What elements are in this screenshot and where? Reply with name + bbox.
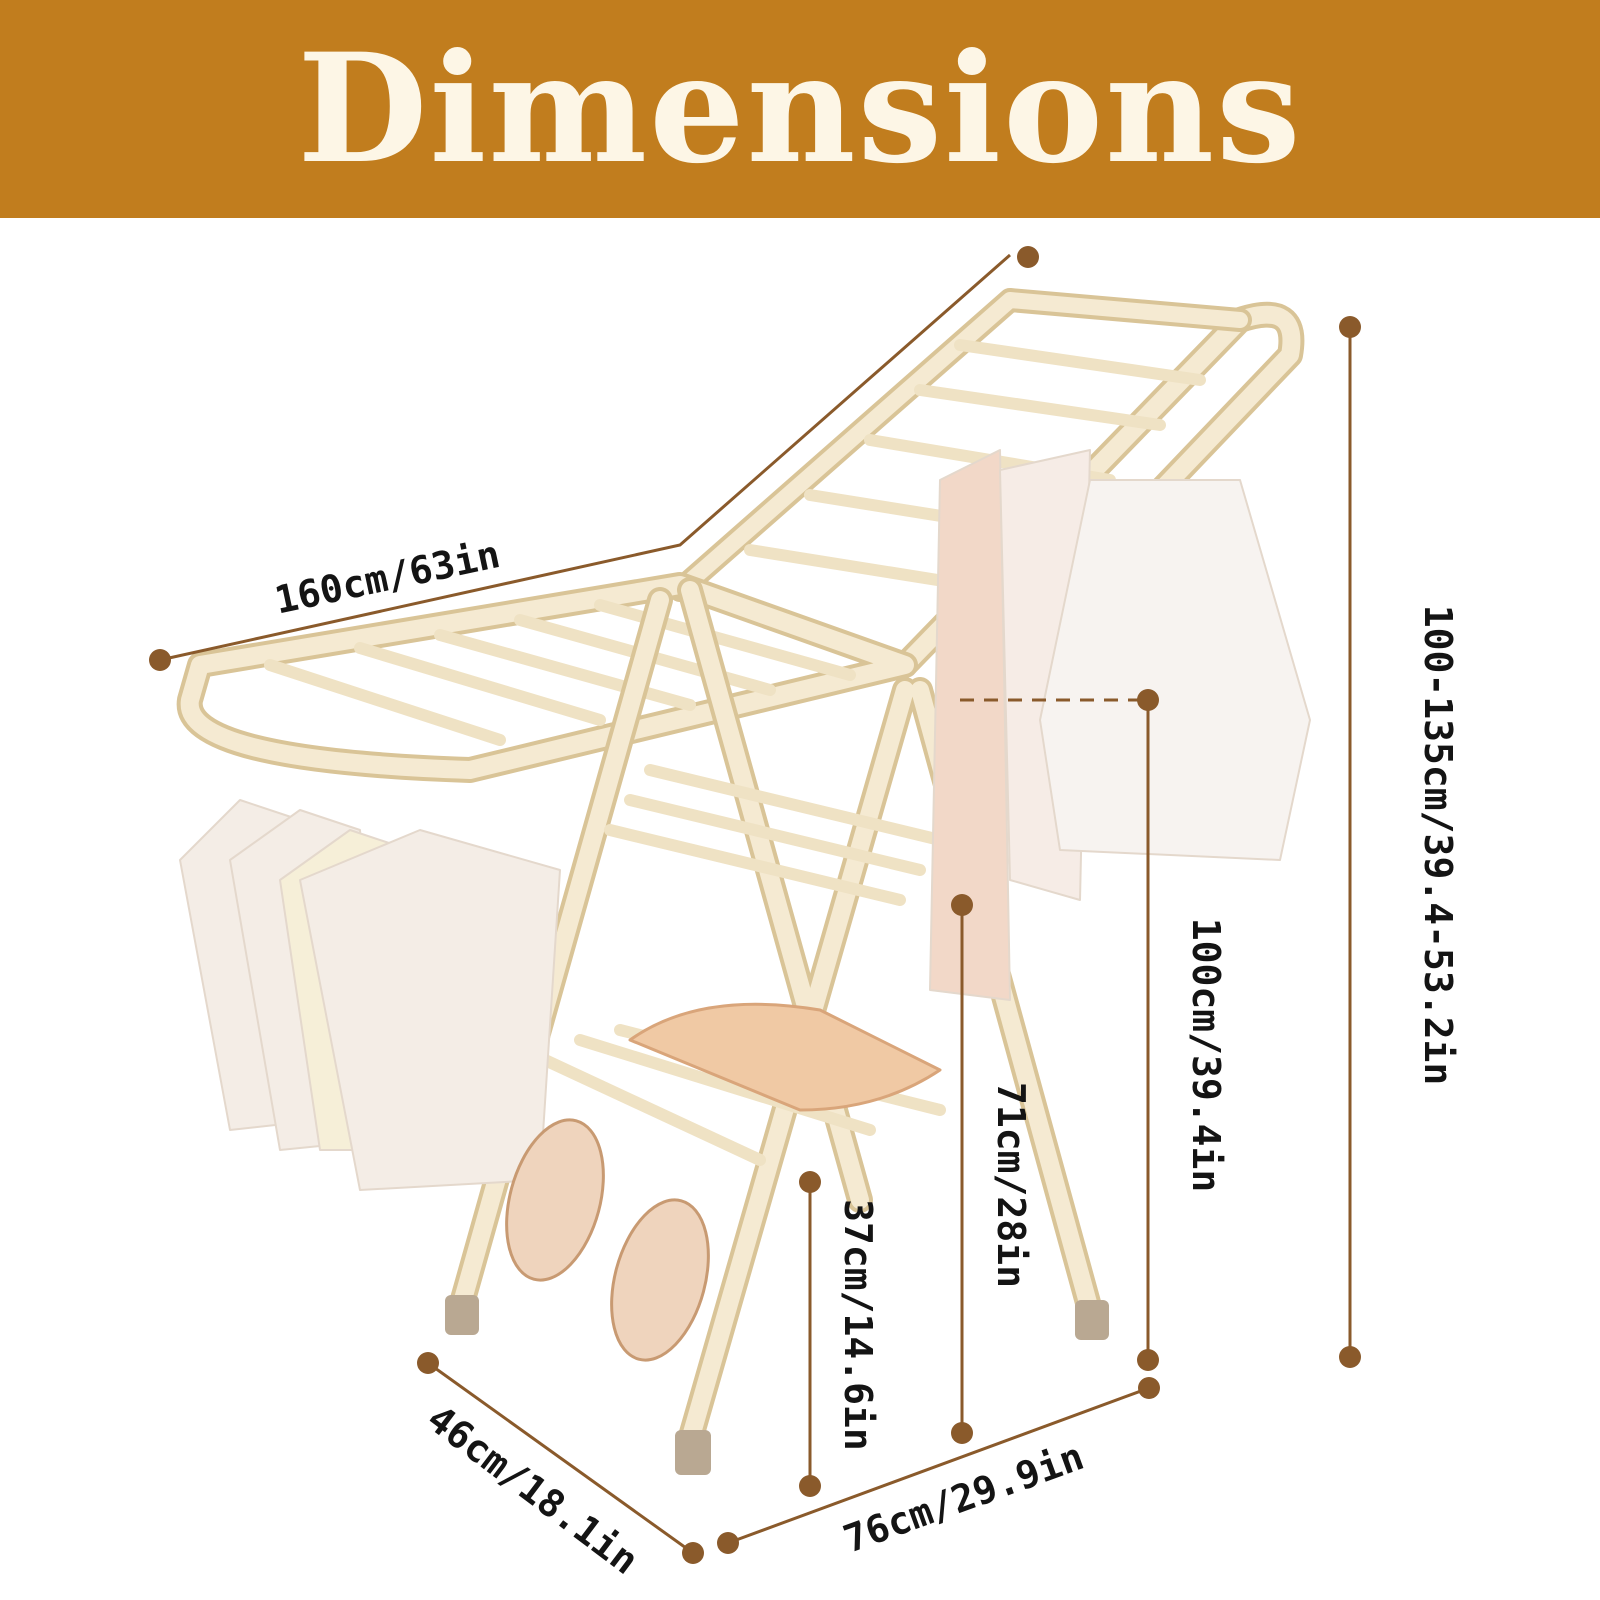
- width-label: 76cm/29.9in: [838, 1434, 1090, 1561]
- lower-shelf-label: 37cm/14.6in: [836, 1199, 880, 1451]
- total-height-label: 100-135cm/39.4-53.2in: [1416, 605, 1460, 1085]
- frame-height-label: 100cm/39.4in: [1184, 918, 1228, 1193]
- upper-shelf-label: 71cm/28in: [989, 1082, 1033, 1288]
- depth-line: [427, 1361, 694, 1555]
- drying-rack: [176, 288, 1311, 1475]
- depth-label: 46cm/18.1in: [419, 1396, 646, 1583]
- title-banner: Dimensions: [0, 0, 1600, 218]
- wing-span-line: [159, 253, 1011, 662]
- dimension-endpoints: [149, 246, 1361, 1564]
- page-title: Dimensions: [297, 21, 1303, 197]
- dimension-lines: [159, 253, 1352, 1555]
- width-line: [727, 1386, 1150, 1545]
